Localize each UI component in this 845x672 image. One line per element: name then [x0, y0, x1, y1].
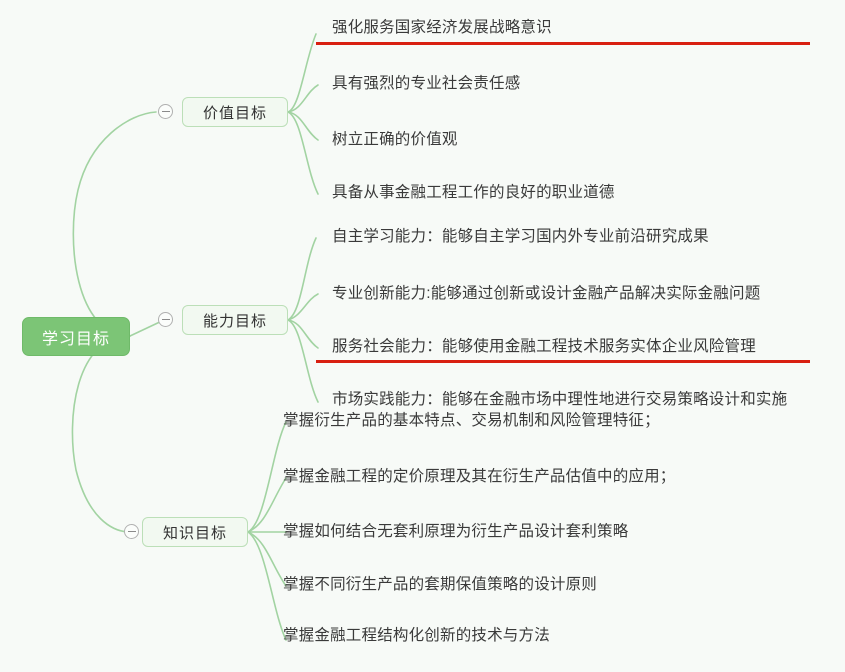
link-value-3: [287, 111, 319, 141]
link-knowledge-1: [247, 421, 287, 533]
link-ability-2: [287, 293, 319, 321]
link-value-2: [287, 84, 319, 113]
leaf-knowledge-4[interactable]: 掌握不同衍生产品的套期保值策略的设计原则: [283, 576, 598, 593]
link-ability-1: [287, 237, 317, 321]
branch-node-value-label: 价值目标: [202, 104, 267, 122]
link-value-1: [287, 33, 317, 113]
link-value-4: [287, 111, 319, 195]
root-node[interactable]: 学习目标: [22, 317, 130, 356]
toggle-knowledge-branch[interactable]: [124, 524, 139, 539]
leaf-value-3[interactable]: 树立正确的价值观: [332, 131, 458, 148]
leaf-value-2[interactable]: 具有强烈的专业社会责任感: [332, 75, 521, 92]
leaf-knowledge-3[interactable]: 掌握如何结合无套利原理为衍生产品设计套利策略: [283, 523, 629, 540]
leaf-knowledge-1[interactable]: 掌握衍生产品的基本特点、交易机制和风险管理特征；: [283, 412, 660, 429]
branch-node-ability-label: 能力目标: [202, 312, 267, 330]
link-ability-3: [287, 319, 319, 349]
leaf-ability-1[interactable]: 自主学习能力：能够自主学习国内外专业前沿研究成果: [332, 228, 709, 245]
link-knowledge-4: [247, 531, 287, 587]
leaf-value-1[interactable]: 强化服务国家经济发展战略意识: [332, 19, 552, 36]
leaf-ability-3[interactable]: 服务社会能力：能够使用金融工程技术服务实体企业风险管理: [332, 338, 756, 355]
leaf-knowledge-5[interactable]: 掌握金融工程结构化创新的技术与方法: [283, 627, 550, 644]
branch-node-value[interactable]: 价值目标: [182, 97, 288, 127]
leaf-ability-2[interactable]: 专业创新能力:能够通过创新或设计金融产品解决实际金融问题: [332, 285, 761, 302]
branch-node-ability[interactable]: 能力目标: [182, 305, 288, 335]
highlight-underline-ability-3: [316, 360, 810, 363]
branch-node-knowledge-label: 知识目标: [162, 524, 227, 542]
highlight-underline-value-1: [316, 42, 810, 45]
leaf-value-4[interactable]: 具备从事金融工程工作的良好的职业道德: [332, 184, 615, 201]
link-knowledge-2: [247, 477, 287, 533]
link-root-knowledge: [71, 335, 131, 533]
link-knowledge-5: [247, 531, 287, 641]
root-node-label: 学习目标: [41, 330, 110, 348]
leaf-knowledge-2[interactable]: 掌握金融工程的定价原理及其在衍生产品估值中的应用；: [283, 468, 676, 485]
branch-node-knowledge[interactable]: 知识目标: [142, 517, 248, 547]
link-root-value: [72, 111, 157, 337]
leaf-ability-4[interactable]: 市场实践能力：能够在金融市场中理性地进行交易策略设计和实施: [332, 391, 788, 408]
toggle-value-branch[interactable]: [158, 104, 173, 119]
toggle-ability-branch[interactable]: [158, 312, 173, 327]
